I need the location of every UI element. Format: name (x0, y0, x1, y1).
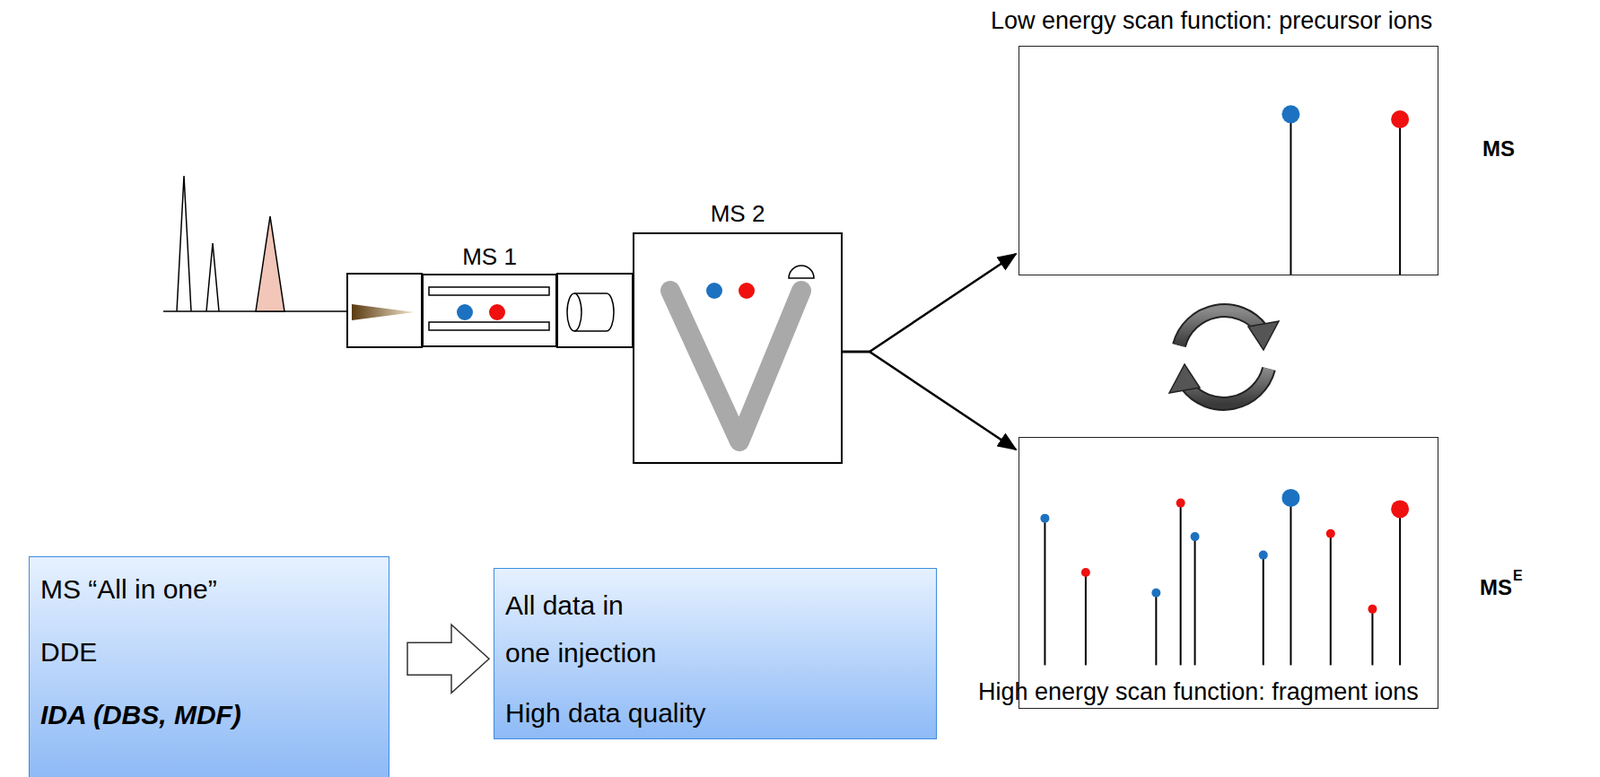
spectrum-panel: Low energy scan function: precursor ions (1018, 45, 1439, 276)
scan-label: MS (1482, 136, 1515, 162)
box-text: All data in one injection (505, 582, 676, 677)
panel-heading: MS 1 (423, 243, 556, 272)
panel-heading: Low energy scan function: precursor ions (990, 7, 1433, 35)
box-text: MS “All in one” (40, 573, 378, 606)
benefit-box: All data in one injectionHigh data quali… (493, 568, 937, 740)
ion-dot (489, 304, 506, 321)
ion-dot (1367, 604, 1377, 614)
chromatogram (163, 175, 349, 312)
spectrum-peak (1398, 119, 1401, 276)
collision-cell (557, 273, 633, 348)
spectrum-peak (1180, 503, 1182, 666)
ion-source (347, 273, 422, 348)
ion-dot (1176, 498, 1186, 508)
ion-dot (1151, 588, 1161, 598)
superscript-label: E (1512, 568, 1523, 585)
ion-dot (1081, 568, 1091, 578)
ion-dot (1259, 550, 1268, 560)
ion-dot (1190, 532, 1200, 542)
spectrum-peak (1154, 593, 1157, 666)
spectrum-peak (1289, 113, 1292, 276)
scan-label: MS (1479, 575, 1513, 601)
box-text: IDA (DBS, MDF) (40, 699, 378, 732)
ion-dot (1390, 499, 1409, 518)
panel-heading: MS 2 (634, 200, 841, 228)
ion-dot (1040, 514, 1050, 524)
spectrum-peak (1371, 609, 1373, 666)
cycle-arrows (1169, 310, 1279, 404)
panel-heading: High energy scan function: fragment ions (978, 678, 1419, 707)
box-text: DDE (40, 636, 378, 669)
spectrum-peak (1084, 572, 1087, 665)
detector-symbol (788, 265, 814, 279)
spectra (1040, 104, 1409, 665)
spectrum-peak (1289, 498, 1292, 665)
ion-dot (456, 304, 473, 321)
spectrum-peak (1194, 536, 1197, 665)
ion-dot (1326, 529, 1336, 539)
reflectron-path (670, 290, 802, 442)
ion-dot (1281, 104, 1300, 123)
hollow-arrow (407, 624, 490, 693)
ion-dot (1281, 489, 1300, 508)
spectrum-peak (1262, 555, 1265, 666)
box-text: High data quality (505, 690, 926, 738)
feature-box: MS “All in one” DDE IDA (DBS, MDF) (28, 556, 390, 777)
ion-dot (738, 282, 755, 299)
quadrupole-box: MS 1 (421, 273, 558, 348)
spectrum-peak (1043, 518, 1046, 666)
spectrum-panel: High energy scan function: fragment ions (1018, 437, 1439, 709)
spectrum-peak (1398, 508, 1401, 665)
flow-arrow (842, 351, 1016, 450)
quadrupole-rods (428, 287, 550, 331)
ion-dot (706, 282, 723, 299)
tof-analyzer-box: MS 2 (632, 232, 843, 464)
ion-dot (1390, 110, 1409, 129)
flow-arrow (842, 253, 1016, 352)
spectrum-peak (1329, 533, 1332, 666)
